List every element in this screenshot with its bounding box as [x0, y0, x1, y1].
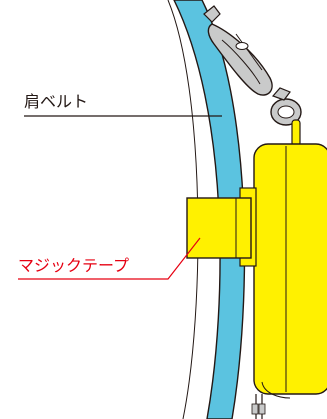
carabiner-clip	[203, 5, 273, 96]
shoulder-belt	[173, 0, 246, 419]
swivel-ring	[270, 87, 302, 126]
velcro-tape-label: マジックテープ	[18, 256, 130, 275]
device-connector	[291, 119, 301, 147]
yellow-device	[239, 143, 327, 399]
shoulder-belt-label: 肩ベルト	[24, 92, 89, 111]
velcro-leader-line	[18, 237, 201, 280]
bottom-cords	[251, 394, 266, 419]
velcro-tape	[186, 197, 252, 259]
